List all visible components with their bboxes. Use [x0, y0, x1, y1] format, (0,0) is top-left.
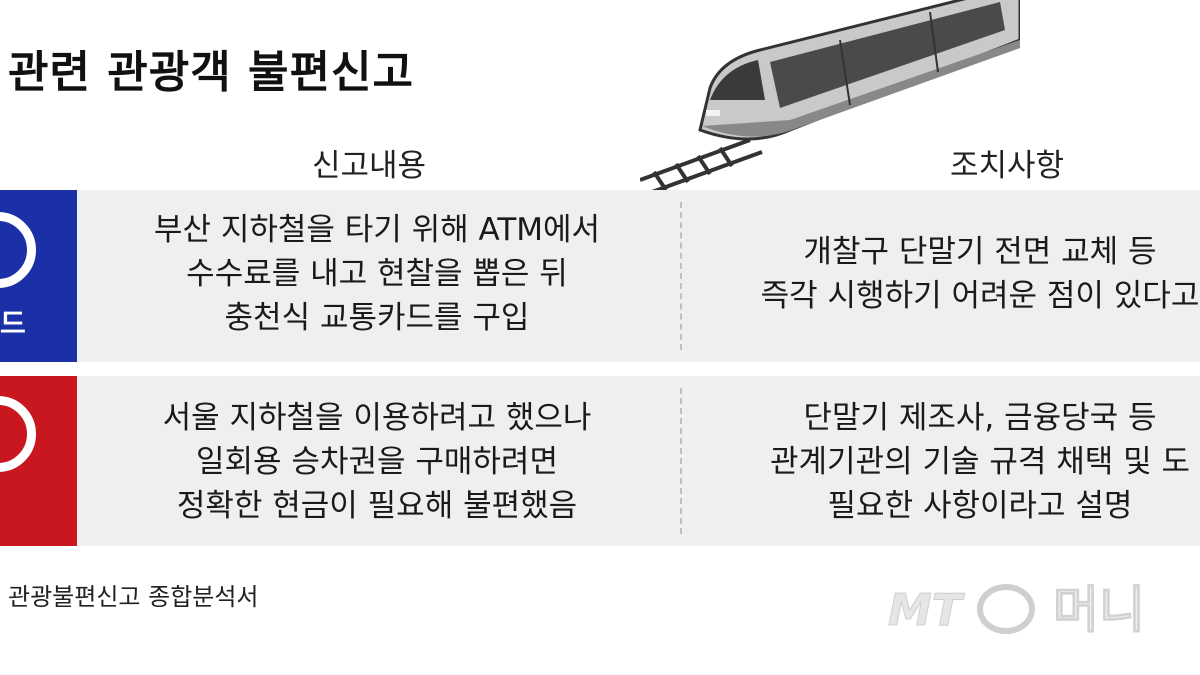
watermark-brand: 머니: [1053, 581, 1145, 639]
action-line: 필요한 사항이라고 설명: [827, 488, 1133, 524]
column-header-action: 조치사항: [950, 148, 1065, 184]
report-line: 수수료를 내고 현찰을 뽑은 뒤: [186, 256, 568, 292]
report-cell: 부산 지하철을 타기 위해 ATM에서 수수료를 내고 현찰을 뽑은 뒤 충천식…: [82, 208, 672, 340]
train-body: [698, 0, 1020, 141]
action-cell: 단말기 제조사, 금융당국 등 관계기관의 기술 규격 채택 및 도 필요한 사…: [700, 396, 1200, 528]
badge-label: 드: [0, 307, 26, 340]
report-line: 정확한 현금이 필요해 불편했음: [176, 488, 578, 524]
rail-track: [640, 138, 763, 194]
report-cell: 서울 지하철을 이용하려고 했으나 일회용 승차권을 구매하려면 정확한 현금이…: [82, 396, 672, 528]
action-line: 관계기관의 기술 규격 채택 및 도: [769, 444, 1191, 480]
page-title: 관련 관광객 불편신고: [8, 47, 414, 98]
report-line: 충천식 교통카드를 구입: [224, 300, 530, 336]
action-line: 단말기 제조사, 금융당국 등: [803, 400, 1157, 436]
column-divider: [680, 388, 682, 534]
column-header-report: 신고내용: [312, 148, 427, 184]
mt-logo-icon: MT 머니: [888, 581, 1146, 640]
row-badge: 드: [0, 190, 77, 362]
report-line: 일회용 승차권을 구매하려면: [196, 444, 558, 480]
report-line: 부산 지하철을 타기 위해 ATM에서: [153, 212, 601, 248]
column-divider: [680, 202, 682, 350]
action-line: 개찰구 단말기 전면 교체 등: [803, 234, 1157, 270]
report-line: 서울 지하철을 이용하려고 했으나: [162, 400, 592, 436]
train-illustration: [640, 0, 1020, 194]
watermark-logo: MT: [888, 585, 965, 636]
badge-circle-icon: [0, 212, 36, 288]
badge-circle-icon: [0, 396, 36, 472]
action-cell: 개찰구 단말기 전면 교체 등 즉각 시행하기 어려운 점이 있다고: [700, 230, 1200, 318]
table-row: 드 부산 지하철을 타기 위해 ATM에서 수수료를 내고 현찰을 뽑은 뒤 충…: [0, 190, 1200, 362]
action-line: 즉각 시행하기 어려운 점이 있다고: [760, 278, 1200, 314]
row-badge: [0, 376, 77, 546]
table-row: 서울 지하철을 이용하려고 했으나 일회용 승차권을 구매하려면 정확한 현금이…: [0, 376, 1200, 546]
source-caption: 관광불편신고 종합분석서: [8, 583, 259, 611]
